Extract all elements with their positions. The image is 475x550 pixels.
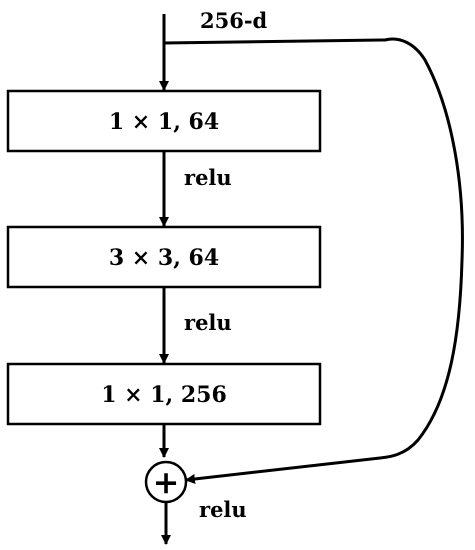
conv-block-3-label: 1 × 1, 256	[101, 382, 227, 408]
conv-block-2-box	[6, 225, 322, 289]
input-label: 256-d	[200, 8, 268, 33]
conv-block-3-box	[6, 362, 322, 426]
skip-connection	[163, 37, 464, 484]
add-node: +	[144, 460, 188, 504]
add-node-circle	[144, 460, 188, 504]
conv-block-3: 1 × 1, 256	[6, 362, 322, 426]
conv-block-1-label: 1 × 1, 64	[109, 109, 219, 135]
add-symbol: +	[153, 463, 180, 501]
relu-label-1: relu	[184, 165, 232, 190]
relu-label-2: relu	[184, 310, 232, 335]
relu-label-3: relu	[199, 497, 247, 522]
conv-block-1: 1 × 1, 64	[6, 89, 322, 153]
conv-block-2: 3 × 3, 64	[6, 225, 322, 289]
conv-block-2-label: 3 × 3, 64	[109, 245, 219, 271]
conv-block-1-box	[6, 89, 322, 153]
